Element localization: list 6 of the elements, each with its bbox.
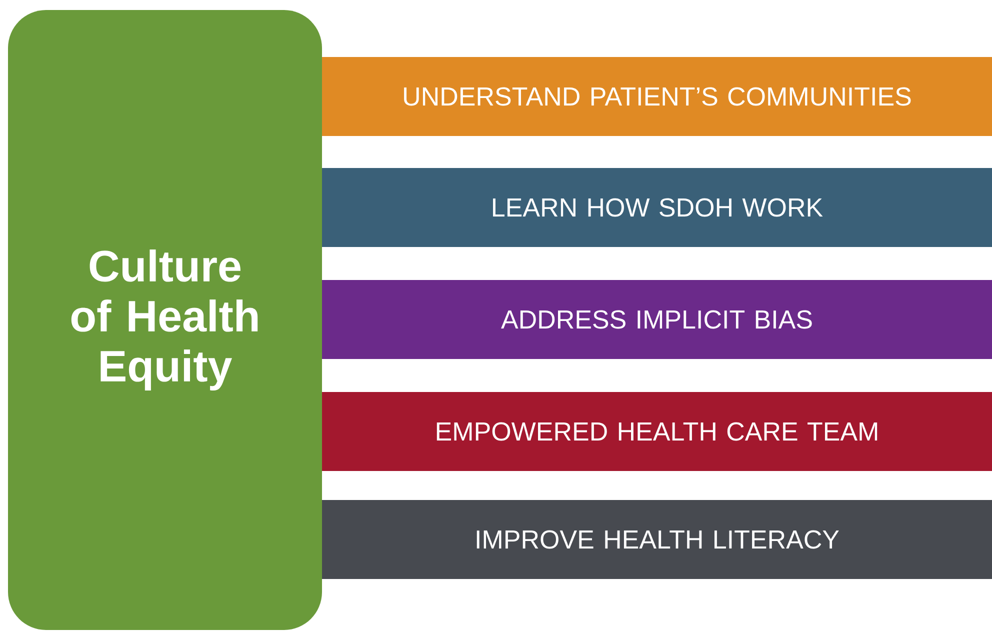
band: EMPOWERED HEALTH CARE TEAM (322, 392, 992, 471)
band: ADDRESS IMPLICIT BIAS (322, 280, 992, 359)
band: LEARN HOW SDOH WORK (322, 168, 992, 247)
band: UNDERSTAND PATIENT’S COMMUNITIES (322, 57, 992, 136)
band: IMPROVE HEALTH LITERACY (322, 500, 992, 579)
rounded-panel: Culture of Health Equity (8, 10, 322, 630)
